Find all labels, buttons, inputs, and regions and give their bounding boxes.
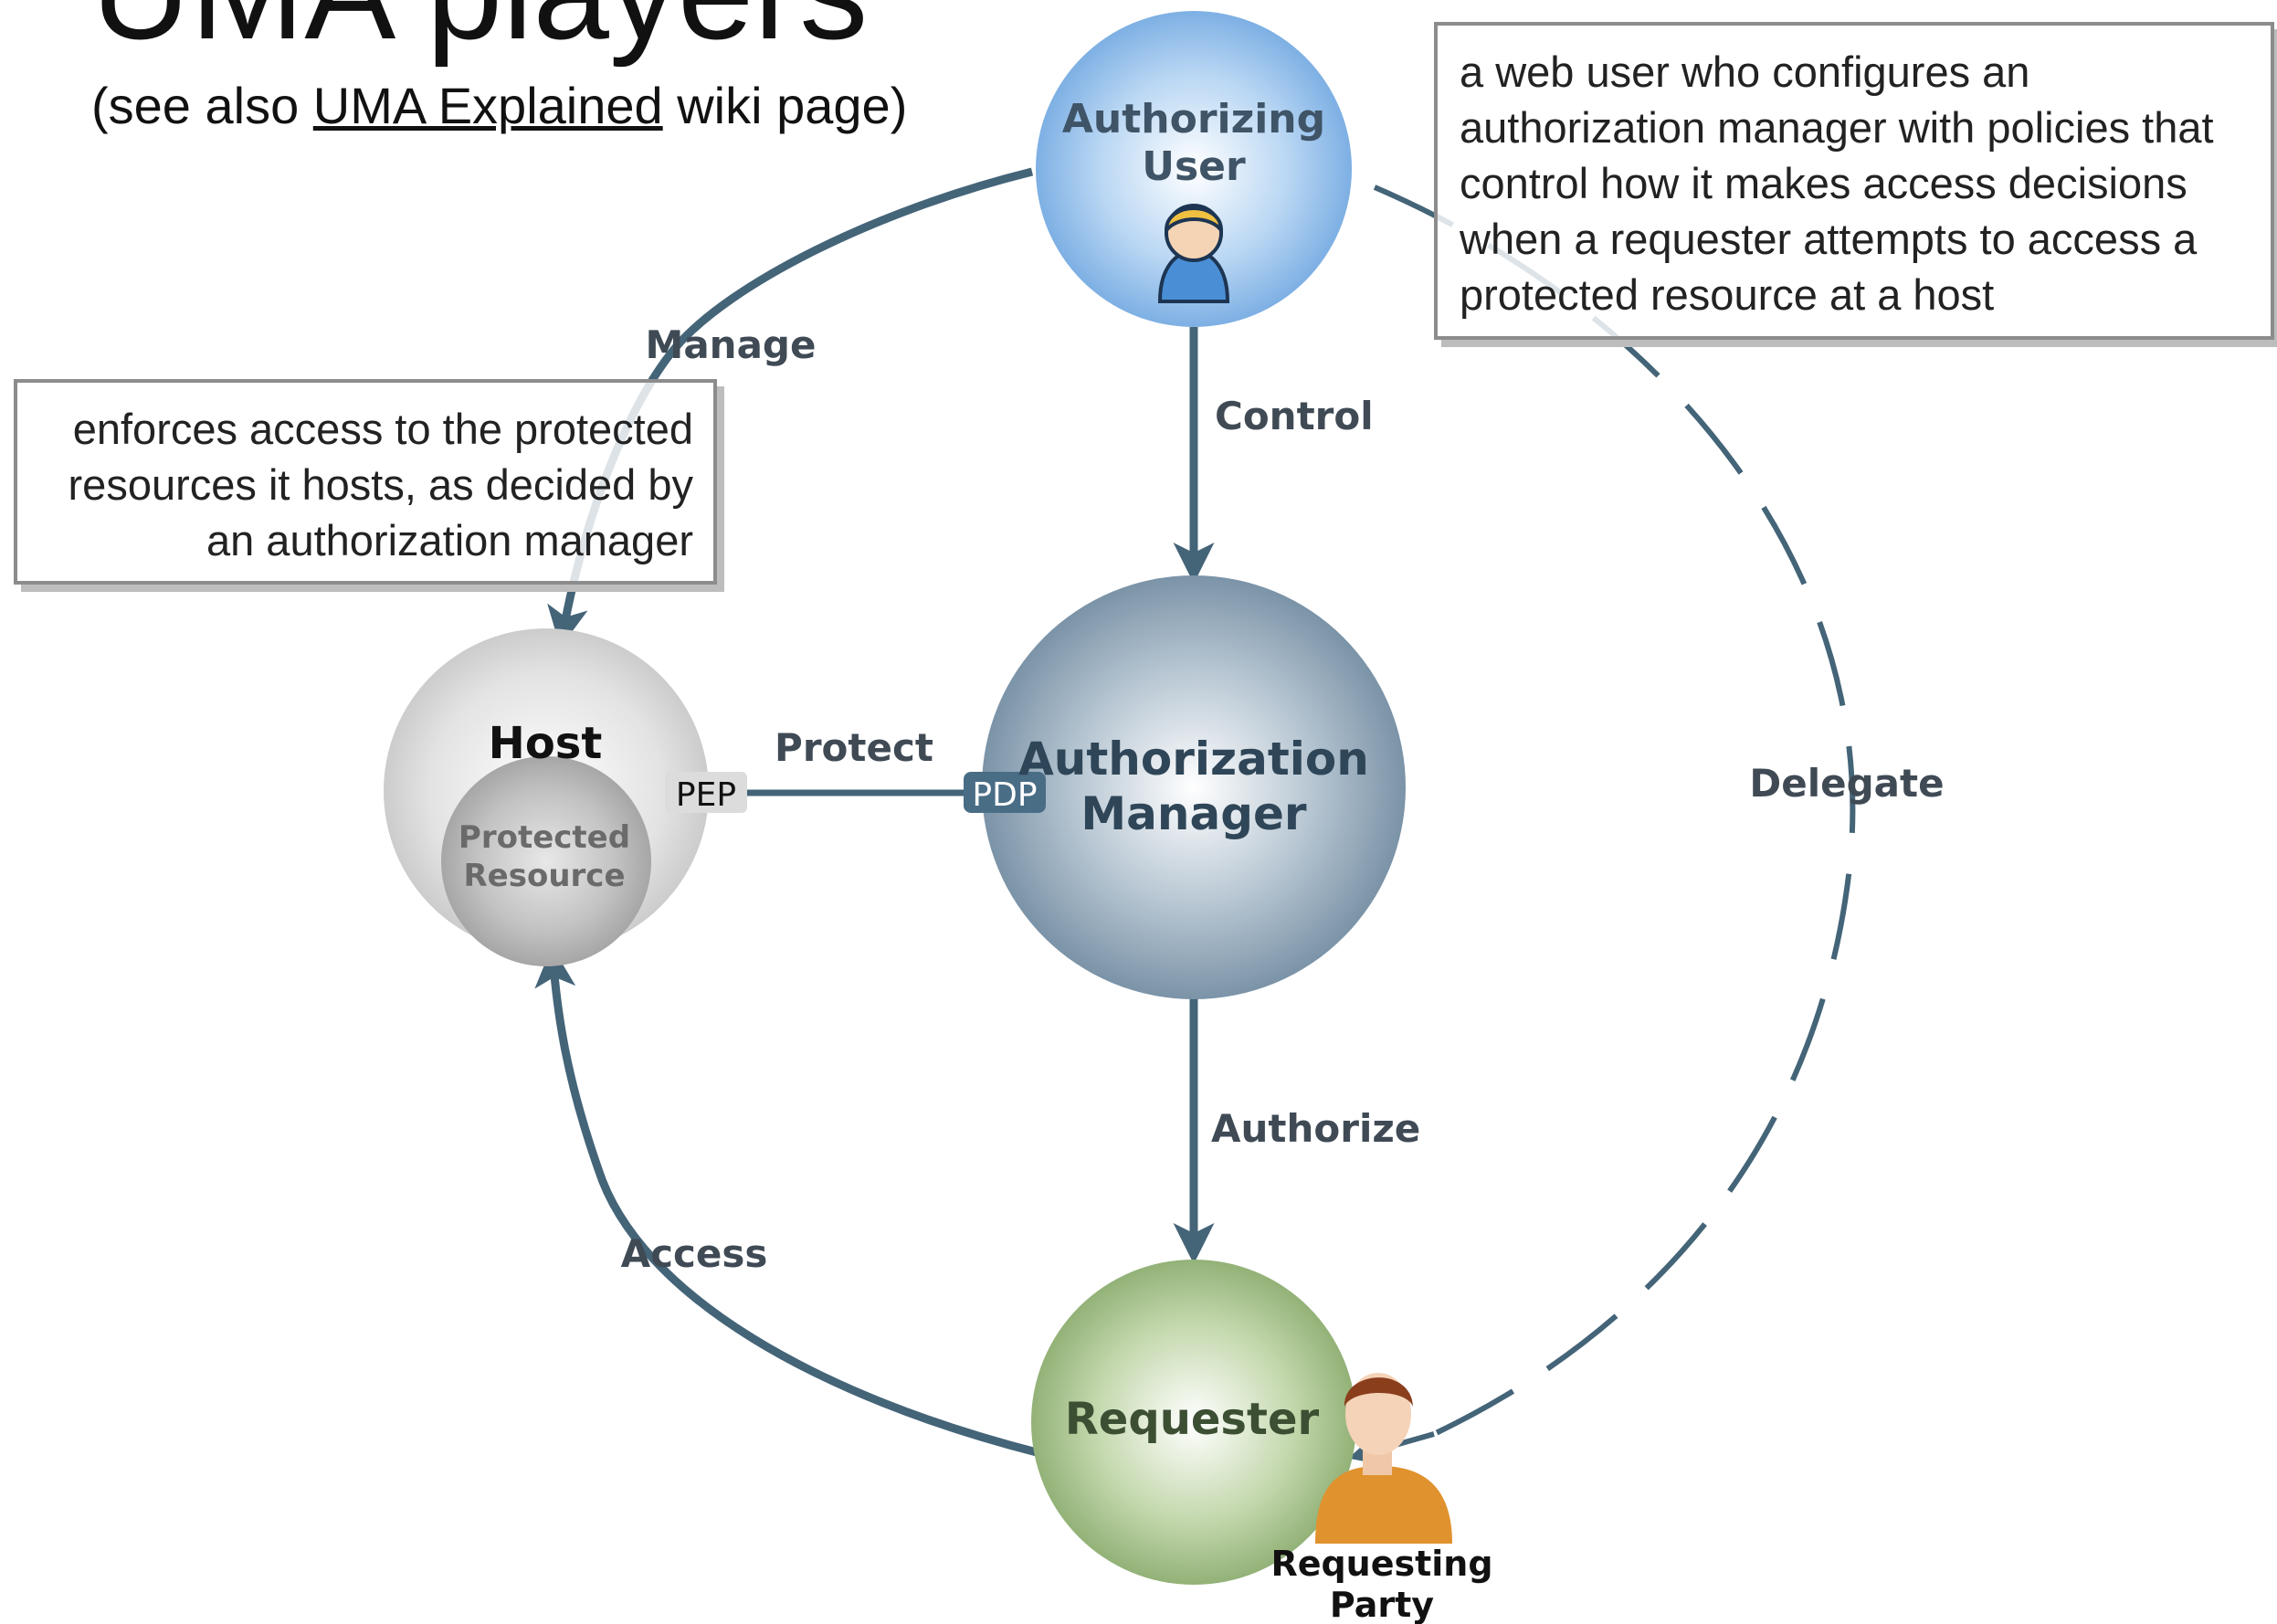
protected-resource-label-2: Resource <box>463 858 625 894</box>
pep-tag <box>665 772 747 813</box>
access-arrow <box>534 946 1038 1457</box>
requester-node <box>1031 1260 1356 1585</box>
subtitle-suffix: wiki page) <box>662 77 908 134</box>
requester-label: Requester <box>1065 1394 1320 1445</box>
control-label: Control <box>1215 394 1374 438</box>
pep-label: PEP <box>676 776 736 814</box>
manage-label: Manage <box>646 322 817 367</box>
pdp-tag <box>964 772 1046 813</box>
authorizing-user-node <box>1036 11 1352 327</box>
authorize-label: Authorize <box>1211 1106 1420 1151</box>
protect-label: Protect <box>775 725 933 770</box>
authorizing-user-label-1: Authorizing <box>1062 96 1325 142</box>
delegate-label: Delegate <box>1749 761 1944 806</box>
authorization-manager-label-1: Authorization <box>1018 733 1369 786</box>
authorizing-user-callout: a web user who configures an authorizati… <box>1434 22 2274 340</box>
requesting-party-icon <box>1315 1373 1452 1544</box>
subtitle-prefix: (see also <box>91 77 313 134</box>
protected-resource-node <box>441 756 651 966</box>
authorization-manager-node <box>982 575 1406 999</box>
user-icon <box>1157 204 1230 303</box>
uma-explained-link[interactable]: UMA Explained <box>312 77 663 134</box>
pdp-label: PDP <box>972 776 1037 814</box>
requesting-party-label-2: Party <box>1330 1585 1434 1624</box>
subtitle: (see also UMA Explained wiki page) <box>91 73 907 139</box>
protected-resource-label-1: Protected <box>459 819 630 856</box>
access-label: Access <box>621 1231 768 1276</box>
authorization-manager-label-2: Manager <box>1081 787 1307 840</box>
slide-title: UMA players <box>91 0 868 64</box>
host-label: Host <box>489 718 603 769</box>
requesting-party-label-1: Requesting <box>1270 1544 1492 1584</box>
authorizing-user-label-2: User <box>1142 143 1246 190</box>
host-callout: enforces access to the protected resourc… <box>14 379 717 585</box>
delegate-arc <box>1373 185 1856 1437</box>
